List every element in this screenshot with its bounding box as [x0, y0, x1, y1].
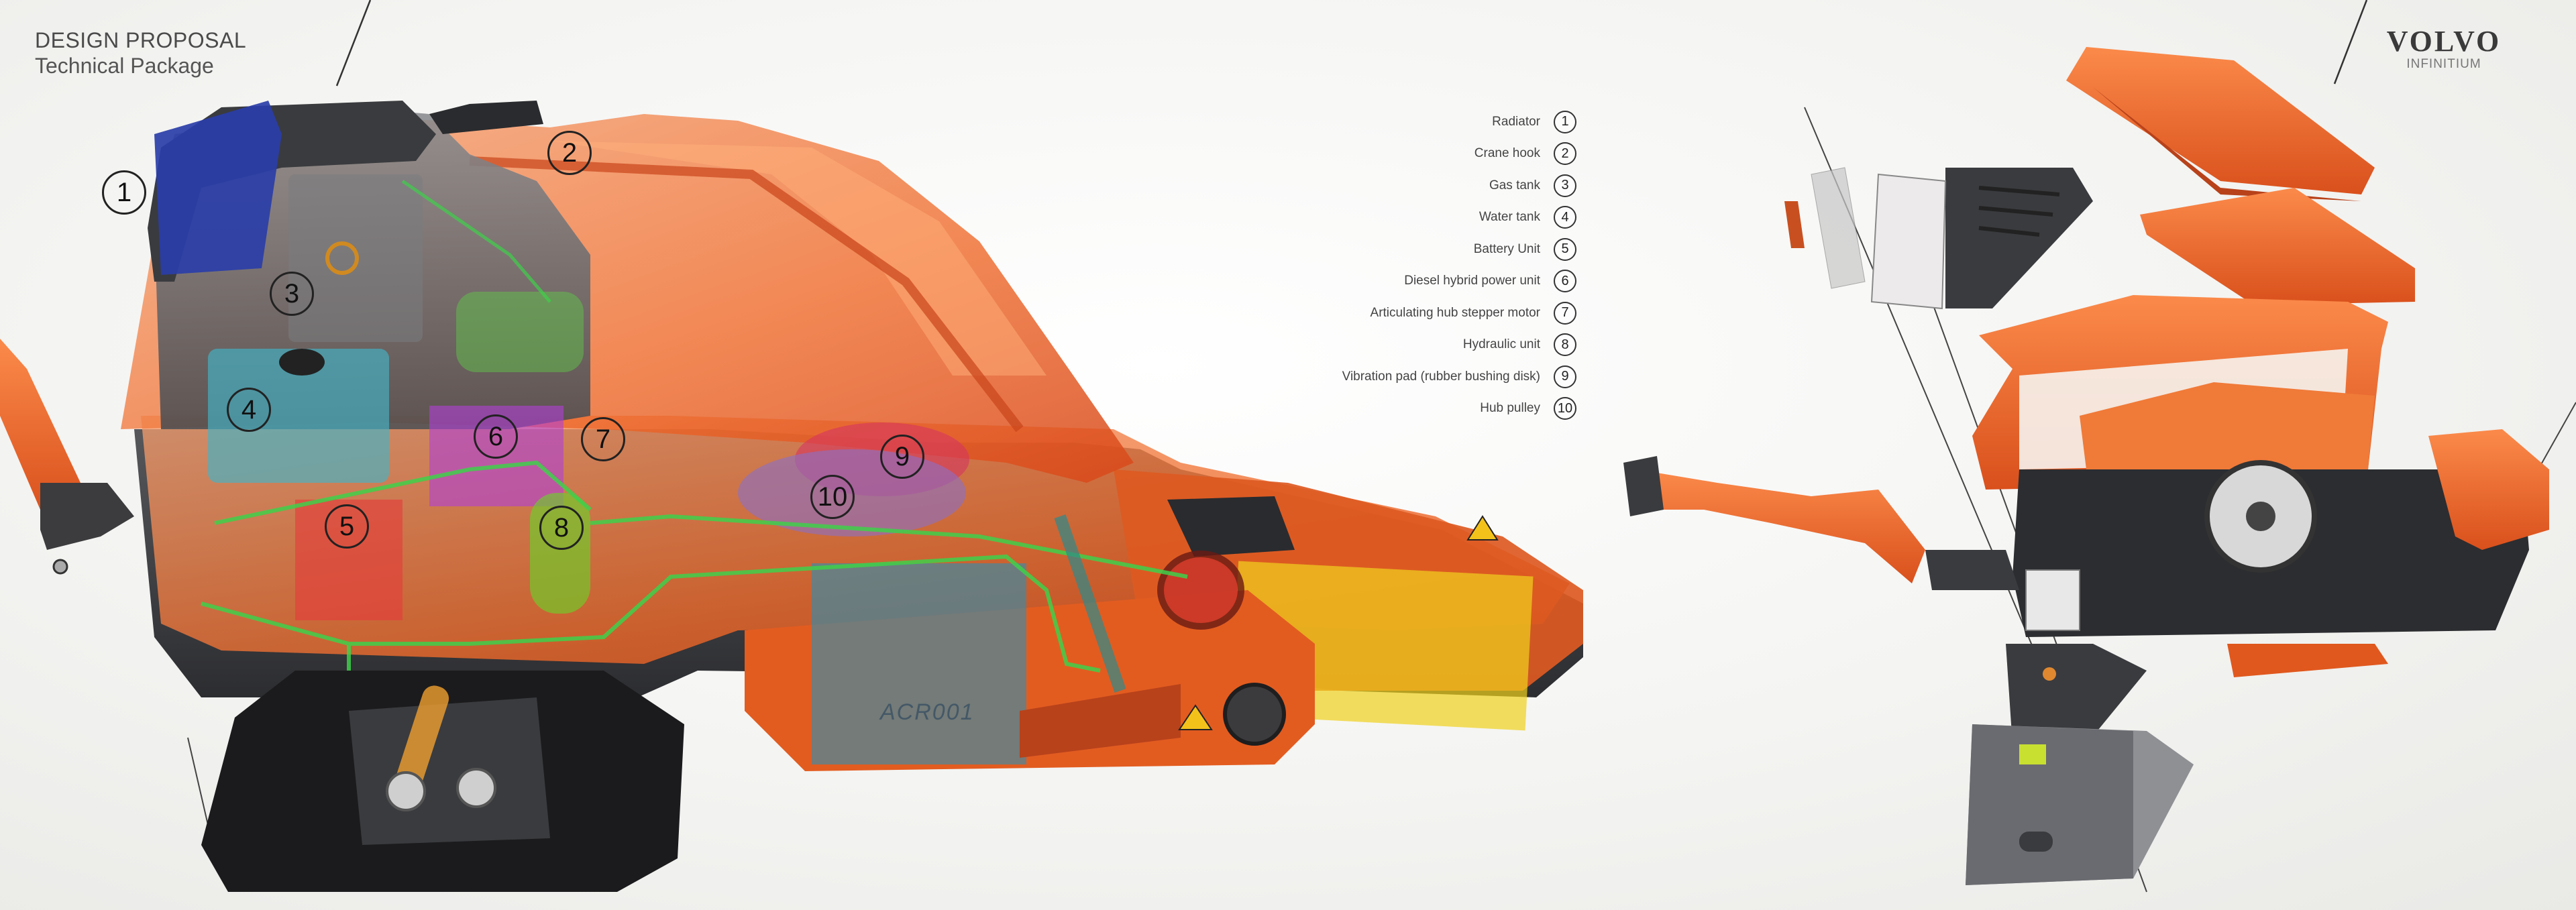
exploded-dark-shell-vents — [1978, 186, 2060, 237]
exploded-connector — [1925, 550, 2019, 590]
brand-product: INFINITIUM — [2406, 57, 2481, 71]
legend-number: 4 — [1554, 206, 1576, 229]
exploded-screen — [2019, 744, 2046, 764]
exploded-rear-cover — [2428, 429, 2549, 550]
legend-item: Crane hook 2 — [1268, 138, 1576, 170]
callout-crane-hook: 2 — [547, 131, 592, 175]
callout-hub-pulley: 10 — [810, 475, 855, 519]
exploded-rear-bar — [2227, 644, 2388, 677]
water-cap — [279, 349, 325, 376]
exploded-dark-shell — [1945, 168, 2093, 308]
front-arm-joint — [40, 483, 134, 550]
callout-stepper-motor: 7 — [581, 417, 625, 461]
callout-radiator: 1 — [102, 170, 146, 215]
legend-label: Battery Unit — [1473, 241, 1540, 256]
legend-label: Diesel hybrid power unit — [1404, 274, 1540, 288]
page-subtitle: Technical Package — [35, 53, 214, 78]
callout-gas-tank: 3 — [270, 272, 314, 316]
legend-label: Articulating hub stepper motor — [1370, 305, 1540, 320]
legend-number: 5 — [1554, 237, 1576, 261]
exploded-top-cover — [2066, 47, 2375, 194]
legend-label: Hub pulley — [1480, 401, 1540, 416]
legend-item: Hub pulley 10 — [1268, 393, 1576, 425]
brand-block: VOLVO INFINITIUM — [2367, 24, 2521, 72]
rear-hub — [1157, 551, 1244, 630]
exploded-cube — [2025, 569, 2080, 631]
legend-label: Vibration pad (rubber bushing disk) — [1342, 369, 1540, 384]
front-arm — [0, 339, 80, 516]
cab-highlight — [550, 141, 1046, 376]
warning-triangle — [1466, 515, 1499, 541]
exploded-grey-box-front — [1966, 724, 2133, 885]
exploded-crane-tip — [1623, 456, 1664, 516]
exploded-pod-light — [2043, 667, 2056, 681]
legend-number: 9 — [1554, 365, 1576, 388]
legend-number: 3 — [1554, 174, 1576, 197]
left-track-inner — [349, 697, 550, 845]
legend-item: Gas tank 3 — [1268, 170, 1576, 202]
legend-label: Hydraulic unit — [1462, 337, 1540, 352]
callout-hydraulic-unit: 8 — [539, 506, 584, 550]
legend-item: Diesel hybrid power unit 6 — [1268, 266, 1576, 298]
legend-item: Articulating hub stepper motor 7 — [1268, 297, 1576, 329]
page-title: DESIGN PROPOSAL — [35, 28, 247, 52]
arm-bolt — [52, 559, 68, 575]
exploded-crane-arm — [1637, 469, 1925, 583]
legend-item: Hydraulic unit 8 — [1268, 329, 1576, 361]
exploded-mid-cover — [2140, 188, 2415, 305]
legend-number: 2 — [1554, 142, 1576, 166]
legend-item: Battery Unit 5 — [1268, 233, 1576, 266]
guide-line — [187, 737, 209, 826]
legend-label: Water tank — [1479, 210, 1540, 225]
main-vehicle — [0, 101, 1583, 892]
legend-item: Vibration pad (rubber bushing disk) 9 — [1268, 361, 1576, 393]
blue-battery-block — [812, 563, 1026, 764]
hydraulic-lines-2 — [401, 179, 551, 303]
legend-number: 10 — [1554, 397, 1576, 420]
water-tank — [208, 349, 389, 483]
radiator-block — [154, 101, 282, 275]
exploded-strip — [1784, 201, 1805, 248]
track-wheel — [386, 771, 426, 811]
legend-label: Gas tank — [1489, 178, 1540, 192]
callout-vibration-pad: 9 — [880, 435, 924, 479]
exploded-lower-pod — [2006, 644, 2147, 744]
cab-inner-frame — [469, 156, 1024, 433]
legend-number: 7 — [1554, 301, 1576, 325]
guide-line — [335, 0, 372, 87]
callout-water-tank: 4 — [227, 388, 271, 432]
brand-logo: VOLVO — [2386, 25, 2502, 58]
track-wheel — [456, 768, 496, 808]
side-module-disc — [1223, 683, 1286, 746]
component-legend: Radiator 1 Crane hook 2 Gas tank 3 Water ta… — [1268, 106, 1576, 424]
gearbox — [456, 292, 584, 372]
legend-number: 1 — [1554, 110, 1576, 133]
guide-line — [2333, 0, 2368, 84]
legend-label: Crane hook — [1474, 146, 1540, 161]
exploded-slot — [2019, 832, 2053, 852]
legend-item: Radiator 1 — [1268, 106, 1576, 138]
exploded-white-box — [1870, 173, 1947, 310]
legend-number: 6 — [1554, 270, 1576, 293]
side-module-slot — [1020, 684, 1181, 758]
model-plate: ACR001 — [880, 699, 975, 725]
legend-label: Radiator — [1492, 114, 1540, 129]
exploded-inner-panel — [2080, 382, 2375, 469]
legend-item: Water tank 4 — [1268, 202, 1576, 234]
exploded-fan-hub — [2246, 502, 2275, 531]
callout-power-unit: 6 — [474, 414, 518, 459]
document-header: DESIGN PROPOSAL Technical Package — [35, 28, 246, 79]
green-rod — [1054, 514, 1126, 693]
legend-number: 8 — [1554, 333, 1576, 357]
exploded-glass — [1811, 167, 1866, 289]
callout-battery-unit: 5 — [325, 504, 369, 549]
rear-window — [1167, 496, 1295, 557]
track-cylinder — [396, 685, 449, 790]
warning-triangle-2 — [1178, 704, 1213, 730]
exploded-view — [1623, 47, 2549, 885]
gas-cap — [325, 241, 359, 275]
crane-hook-frame — [429, 101, 543, 134]
